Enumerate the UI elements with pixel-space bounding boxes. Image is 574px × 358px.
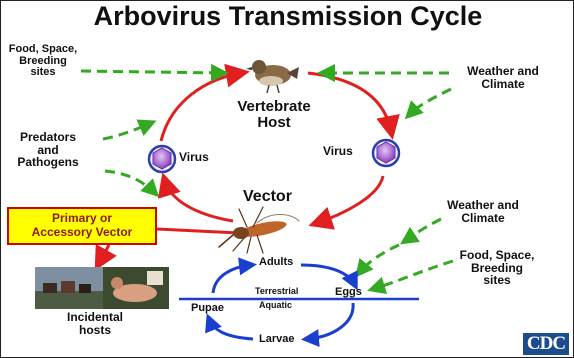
weather-bottom-line-2: Climate	[433, 212, 533, 225]
vertebrate-host-label: Vertebrate Host	[231, 99, 317, 131]
predators-arrow-up	[103, 123, 151, 139]
larvae-label: Larvae	[259, 334, 294, 346]
primary-vector-box: Primary or Accessory Vector	[7, 207, 157, 245]
food-space-top-label: Food, Space, Breeding sites	[5, 44, 81, 79]
incidental-hosts-label: Incidental hosts	[55, 311, 135, 336]
food-space-top-line-3: sites	[5, 67, 81, 79]
cycle-arrow-host-to-right	[308, 73, 391, 131]
mosquito-image	[219, 207, 299, 253]
incidental-hosts-line-1: Incidental	[55, 311, 135, 324]
cycle-arrow-left-to-host	[161, 73, 241, 141]
pupae-label: Pupae	[191, 303, 224, 315]
weather-top-arrow-2	[409, 89, 451, 115]
adults-label: Adults	[259, 257, 293, 269]
food-space-bottom-line-1: Food, Space,	[449, 249, 545, 262]
food-top-arrow	[81, 71, 223, 73]
weather-top-line-1: Weather and	[453, 65, 553, 78]
weather-bottom-to-eggs-arrow	[359, 245, 399, 273]
lifecycle-adults-to-eggs	[301, 265, 355, 285]
cdc-logo: CDC	[523, 333, 569, 355]
bird-image	[246, 60, 299, 93]
box-to-incidental-arrow	[99, 245, 109, 263]
predators-arrow-down	[105, 171, 155, 193]
predators-line-3: Pathogens	[7, 156, 89, 169]
predators-line-1: Predators	[7, 131, 89, 144]
virus-label-right: Virus	[323, 145, 353, 158]
food-space-top-line-1: Food, Space,	[5, 44, 81, 56]
primary-vector-line-1: Primary or	[52, 212, 112, 226]
weather-bottom-line-1: Weather and	[433, 199, 533, 212]
weather-bottom-label: Weather and Climate	[433, 199, 533, 224]
vertebrate-host-line-2: Host	[231, 115, 317, 131]
terrestrial-label: Terrestrial	[255, 287, 298, 296]
eggs-label: Eggs	[335, 287, 362, 299]
lifecycle-pupae-to-adults	[213, 265, 251, 293]
virus-icon-left	[149, 146, 175, 172]
vertebrate-host-line-1: Vertebrate	[231, 99, 317, 115]
incidental-hosts-line-2: hosts	[55, 324, 135, 337]
cycle-arrow-vector-to-left	[165, 181, 233, 221]
virus-label-left: Virus	[179, 151, 209, 164]
vector-to-box-line	[157, 229, 239, 233]
primary-vector-line-2: Accessory Vector	[32, 226, 133, 240]
aquatic-label: Aquatic	[259, 301, 292, 310]
weather-top-label: Weather and Climate	[453, 65, 553, 90]
virus-icon-right	[373, 140, 399, 166]
food-space-bottom-label: Food, Space, Breeding sites	[449, 249, 545, 287]
lifecycle-larvae-to-pupae	[209, 319, 253, 339]
lifecycle-eggs-to-larvae	[307, 303, 353, 339]
weather-top-line-2: Climate	[453, 78, 553, 91]
predators-label: Predators and Pathogens	[7, 131, 89, 169]
cycle-arrow-right-to-vector	[317, 176, 383, 223]
incidental-hosts-image	[35, 267, 169, 309]
food-bottom-arrow	[373, 261, 453, 289]
food-space-bottom-line-3: sites	[449, 274, 545, 287]
vector-label: Vector	[243, 189, 292, 206]
